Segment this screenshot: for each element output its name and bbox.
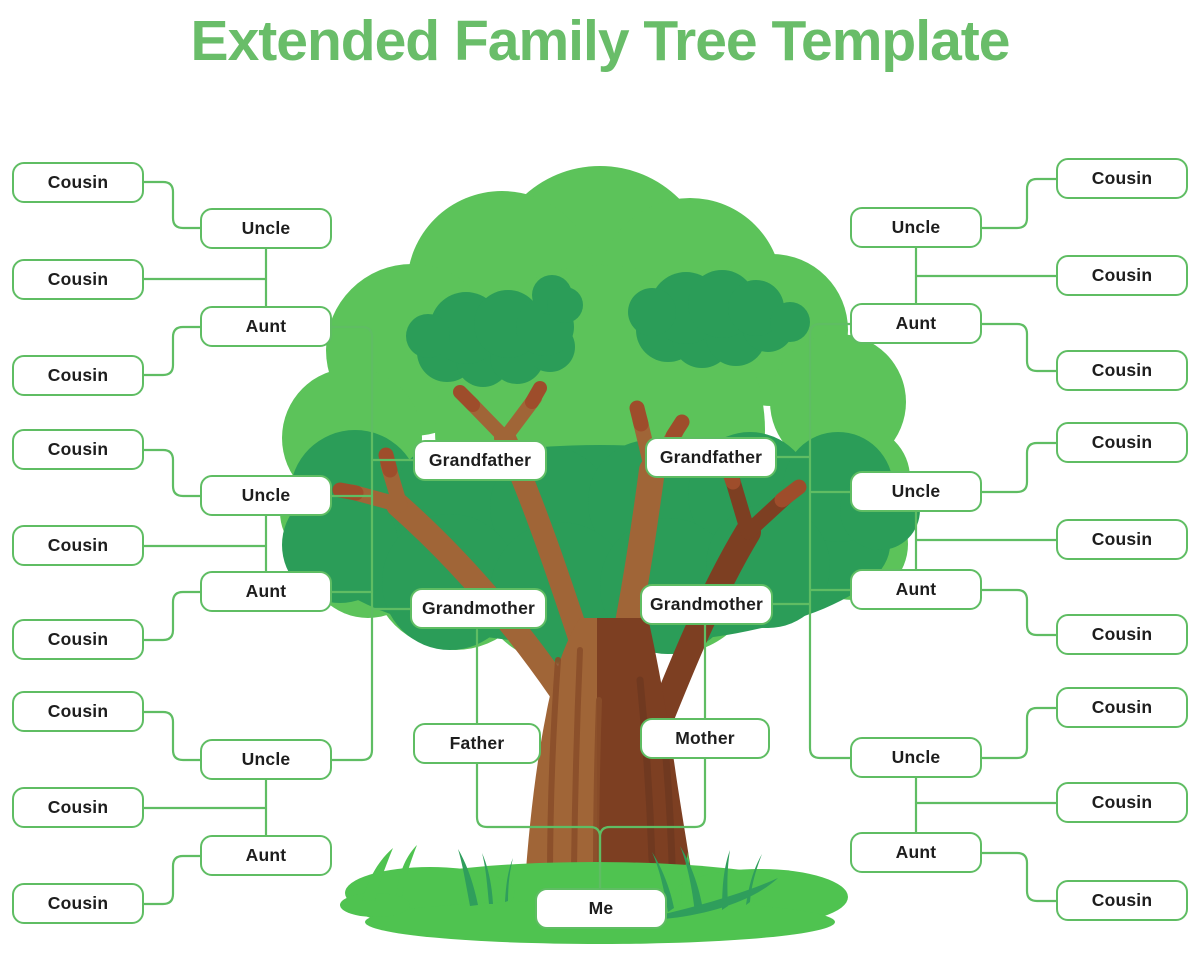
node-cousin-right-8: Cousin bbox=[1056, 782, 1188, 823]
node-cousin-right-6: Cousin bbox=[1056, 614, 1188, 655]
node-aunt-left-3: Aunt bbox=[200, 835, 332, 876]
node-aunt-left-2: Aunt bbox=[200, 571, 332, 612]
node-father: Father bbox=[413, 723, 541, 764]
node-aunt-right-3: Aunt bbox=[850, 832, 982, 873]
node-cousin-right-3: Cousin bbox=[1056, 350, 1188, 391]
node-grandmother-left: Grandmother bbox=[410, 588, 547, 629]
node-uncle-right-2: Uncle bbox=[850, 471, 982, 512]
node-cousin-left-2: Cousin bbox=[12, 259, 144, 300]
node-grandfather-left: Grandfather bbox=[413, 440, 547, 481]
node-aunt-left-1: Aunt bbox=[200, 306, 332, 347]
node-cousin-right-2: Cousin bbox=[1056, 255, 1188, 296]
node-cousin-left-6: Cousin bbox=[12, 619, 144, 660]
node-cousin-left-7: Cousin bbox=[12, 691, 144, 732]
node-uncle-right-3: Uncle bbox=[850, 737, 982, 778]
node-grandmother-right: Grandmother bbox=[640, 584, 773, 625]
node-cousin-left-8: Cousin bbox=[12, 787, 144, 828]
node-aunt-right-2: Aunt bbox=[850, 569, 982, 610]
node-uncle-right-1: Uncle bbox=[850, 207, 982, 248]
node-grandfather-right: Grandfather bbox=[645, 437, 777, 478]
node-cousin-right-9: Cousin bbox=[1056, 880, 1188, 921]
node-cousin-right-7: Cousin bbox=[1056, 687, 1188, 728]
node-uncle-left-1: Uncle bbox=[200, 208, 332, 249]
node-cousin-left-5: Cousin bbox=[12, 525, 144, 566]
node-uncle-left-2: Uncle bbox=[200, 475, 332, 516]
node-cousin-right-1: Cousin bbox=[1056, 158, 1188, 199]
node-aunt-right-1: Aunt bbox=[850, 303, 982, 344]
node-cousin-left-9: Cousin bbox=[12, 883, 144, 924]
node-cousin-left-1: Cousin bbox=[12, 162, 144, 203]
node-cousin-left-4: Cousin bbox=[12, 429, 144, 470]
node-cousin-right-4: Cousin bbox=[1056, 422, 1188, 463]
node-cousin-left-3: Cousin bbox=[12, 355, 144, 396]
node-mother: Mother bbox=[640, 718, 770, 759]
node-me: Me bbox=[535, 888, 667, 929]
node-cousin-right-5: Cousin bbox=[1056, 519, 1188, 560]
node-uncle-left-3: Uncle bbox=[200, 739, 332, 780]
page-title: Extended Family Tree Template bbox=[190, 9, 1011, 73]
